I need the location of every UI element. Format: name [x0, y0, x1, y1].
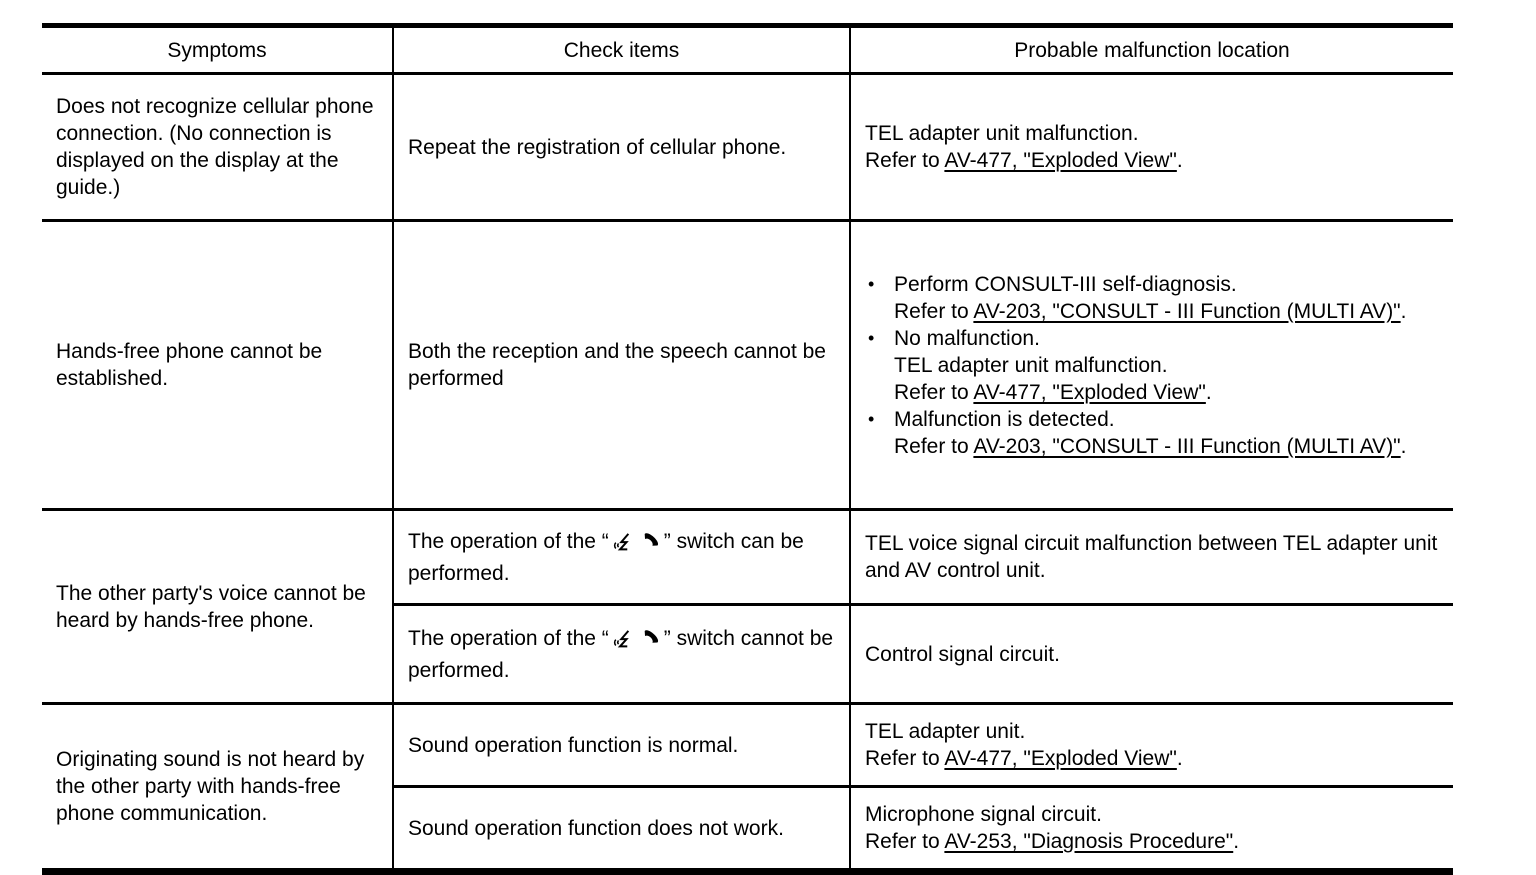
reference-link[interactable]: AV-477, "Exploded View": [973, 380, 1206, 404]
refer-to-label: Refer to: [894, 299, 974, 323]
refer-to-label: Refer to: [865, 747, 945, 770]
handset-icon: [638, 627, 661, 657]
bullet-icon: •: [868, 273, 875, 294]
check-item-cell: The operation of the “” switch can be pe…: [392, 508, 850, 605]
voice-command-icon: [612, 629, 632, 657]
refer-line: Refer to AV-477, "Exploded View".: [865, 745, 1441, 772]
column-header-check-items: Check items: [392, 25, 850, 74]
location-text: No malfunction.: [894, 326, 1040, 350]
table-row: The operation of the “” switch cannot be…: [42, 603, 1453, 704]
column-header-probable-malfunction-location: Probable malfunction location: [849, 25, 1453, 74]
reference-link[interactable]: AV-203, "CONSULT - III Function (MULTI A…: [973, 434, 1401, 458]
sentence-period: .: [1400, 434, 1407, 458]
refer-line: Refer to AV-477, "Exploded View".: [894, 379, 1441, 406]
location-cell: TEL adapter unit. Refer to AV-477, "Expl…: [849, 702, 1453, 787]
check-item-cell: The operation of the “” switch cannot be…: [392, 603, 850, 704]
list-item: • Malfunction is detected. Refer to AV-2…: [865, 406, 1441, 460]
sentence-period: .: [1176, 149, 1183, 172]
refer-line: Refer to AV-253, "Diagnosis Procedure".: [865, 828, 1441, 855]
location-cell: • Perform CONSULT-III self-diagnosis. Re…: [849, 219, 1453, 510]
location-cell: TEL voice signal circuit malfunction bet…: [849, 508, 1453, 605]
symptom-cell: Originating sound is not heard by the ot…: [42, 702, 393, 872]
bullet-icon: •: [868, 408, 875, 429]
column-header-symptoms: Symptoms: [167, 38, 267, 62]
refer-line: Refer to AV-477, "Exploded View".: [865, 147, 1441, 174]
reference-link[interactable]: AV-477, "Exploded View": [944, 149, 1177, 172]
check-text-suffix: ” switch can be performed.: [408, 529, 804, 585]
reference-link[interactable]: AV-477, "Exploded View": [944, 747, 1177, 770]
check-text-suffix: ” switch cannot be performed.: [408, 626, 834, 682]
handset-icon: [638, 530, 661, 560]
symptom-cell: Hands-free phone cannot be established.: [42, 219, 393, 510]
table-row: Originating sound is not heard by the ot…: [42, 702, 1453, 872]
check-text-prefix: The operation of the “: [408, 626, 609, 650]
location-cell: TEL adapter unit malfunction. Refer to A…: [849, 72, 1453, 221]
list-item: • Perform CONSULT-III self-diagnosis. Re…: [865, 271, 1441, 325]
table-row: Does not recognize cellular phone connec…: [42, 72, 1453, 221]
table-row: The other party's voice cannot be heard …: [42, 508, 1453, 704]
list-item: • No malfunction. TEL adapter unit malfu…: [865, 325, 1441, 406]
check-item-cell: Sound operation function does not work.: [392, 785, 850, 872]
location-cell: Microphone signal circuit. Refer to AV-2…: [849, 785, 1453, 872]
voice-command-icon: [612, 532, 632, 560]
location-text: Malfunction is detected.: [894, 407, 1115, 431]
list-item-body: No malfunction. TEL adapter unit malfunc…: [894, 325, 1441, 406]
refer-line: Refer to AV-203, "CONSULT - III Function…: [894, 433, 1441, 460]
reference-link[interactable]: AV-203, "CONSULT - III Function (MULTI A…: [973, 299, 1401, 323]
check-text-prefix: The operation of the “: [408, 529, 609, 553]
sentence-period: .: [1205, 380, 1212, 404]
location-text: Microphone signal circuit.: [865, 803, 1102, 826]
list-item-body: Perform CONSULT-III self-diagnosis. Refe…: [894, 271, 1441, 325]
location-text: TEL adapter unit malfunction.: [865, 122, 1139, 145]
bullet-icon: •: [868, 327, 875, 348]
reference-link[interactable]: AV-253, "Diagnosis Procedure": [944, 830, 1234, 853]
header-row: Symptoms Check items Probable malfunctio…: [42, 25, 1453, 74]
sentence-period: .: [1400, 299, 1407, 323]
check-item-cell: Both the reception and the speech cannot…: [392, 219, 850, 510]
sentence-period: .: [1176, 747, 1183, 770]
manual-page: Symptoms Check items Probable malfunctio…: [42, 23, 1453, 875]
diagnosis-table: Symptoms Check items Probable malfunctio…: [42, 23, 1453, 875]
sentence-period: .: [1233, 830, 1240, 853]
refer-to-label: Refer to: [894, 434, 974, 458]
check-item-cell: Sound operation function is normal.: [392, 702, 850, 787]
refer-line: Refer to AV-203, "CONSULT - III Function…: [894, 298, 1441, 325]
list-item-body: Malfunction is detected. Refer to AV-203…: [894, 406, 1441, 460]
symptom-cell: Does not recognize cellular phone connec…: [42, 72, 393, 221]
location-cell: Control signal circuit.: [849, 603, 1453, 704]
symptom-cell: The other party's voice cannot be heard …: [42, 508, 393, 704]
table-row: Hands-free phone cannot be established. …: [42, 219, 1453, 510]
check-item-cell: Repeat the registration of cellular phon…: [392, 72, 850, 221]
location-text: TEL adapter unit.: [865, 720, 1026, 743]
refer-to-label: Refer to: [894, 380, 974, 404]
location-text: Perform CONSULT-III self-diagnosis.: [894, 272, 1237, 296]
refer-to-label: Refer to: [865, 830, 945, 853]
location-text: TEL adapter unit malfunction.: [894, 353, 1168, 377]
refer-to-label: Refer to: [865, 149, 945, 172]
